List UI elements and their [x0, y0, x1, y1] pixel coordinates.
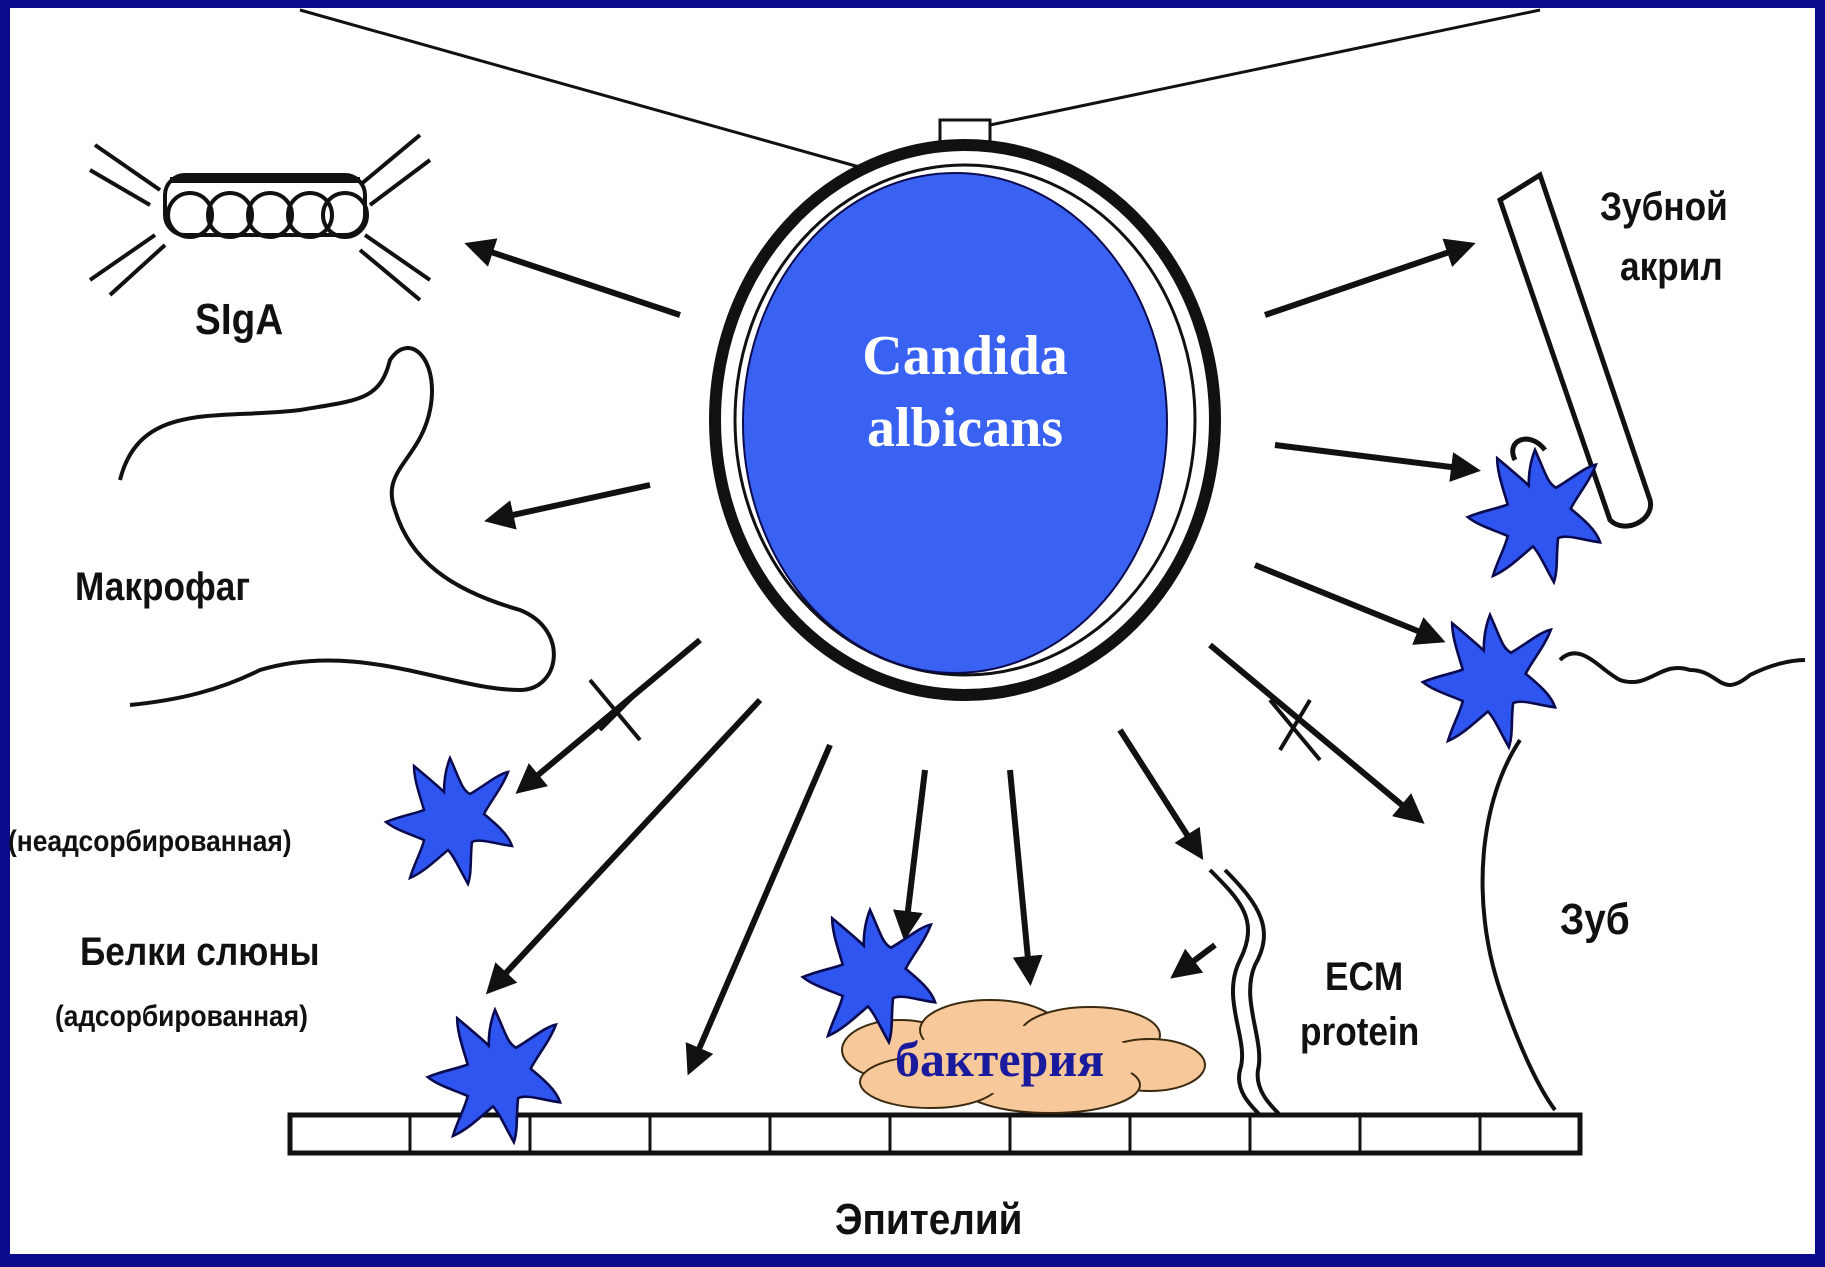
ecm-label-line2: protein [1300, 1010, 1419, 1055]
epithelium-label: Эпителий [835, 1195, 1022, 1245]
tooth-label: Зуб [1560, 895, 1630, 945]
candida-label: Candida albicans [760, 320, 1170, 464]
acrylic-label-line1: Зубной [1600, 185, 1728, 230]
acrylic-label-line2: акрил [1620, 245, 1723, 290]
saliva-adsorbed-label: (адсорбированная) [55, 1000, 308, 1034]
siga-label: SIgA [195, 295, 283, 345]
saliva-unadsorbed-label: (неадсорбированная) [8, 825, 292, 859]
epithelium-layer-icon [290, 1115, 1580, 1153]
macrophage-label: Макрофаг [75, 565, 250, 610]
ecm-label-line1: ECM [1325, 955, 1403, 1000]
saliva-proteins-label: Белки слюны [80, 930, 320, 975]
bacteria-label: бактерия [895, 1030, 1104, 1088]
